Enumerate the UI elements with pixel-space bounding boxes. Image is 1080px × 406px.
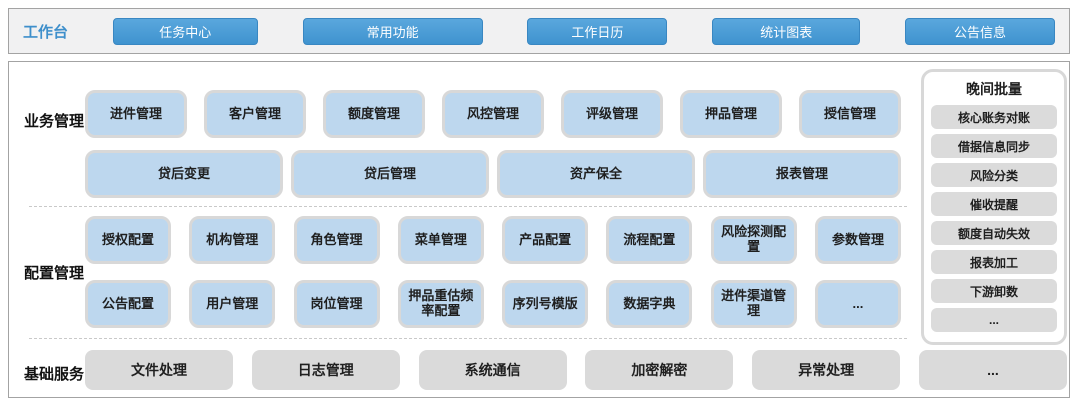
module-card[interactable]: 数据字典 — [606, 280, 693, 328]
workbench-label: 工作台 — [23, 23, 69, 41]
module-card[interactable]: 参数管理 — [814, 216, 901, 264]
config-row-2: 公告配置 用户管理 岗位管理 押品重估频率配置 序列号模版 数据字典 进件渠道管… — [85, 280, 901, 328]
batch-item[interactable]: 下游卸数 — [931, 279, 1057, 303]
batch-item[interactable]: 额度自动失效 — [931, 221, 1057, 245]
module-card[interactable]: 流程配置 — [606, 216, 693, 264]
workbench-button-work-calendar[interactable]: 工作日历 — [527, 17, 668, 45]
module-card[interactable]: 机构管理 — [189, 216, 276, 264]
service-box[interactable]: 加密解密 — [585, 350, 734, 390]
service-box[interactable]: 文件处理 — [85, 350, 233, 390]
module-card[interactable]: 报表管理 — [703, 150, 901, 198]
workbench-button-statistics-charts[interactable]: 统计图表 — [712, 17, 861, 45]
batch-item[interactable]: 报表加工 — [931, 250, 1057, 274]
module-card[interactable]: 授权配置 — [85, 216, 171, 264]
section-label-business: 业务管理 — [23, 113, 84, 130]
night-batch-panel: 晚间批量 核心账务对账 借据信息同步 风险分类 催收提醒 额度自动失效 报表加工… — [921, 69, 1067, 345]
section-label-config: 配置管理 — [23, 265, 84, 282]
section-label-base-services: 基础服务 — [23, 366, 84, 383]
module-card[interactable]: 角色管理 — [293, 216, 380, 264]
module-card[interactable]: 进件渠道管理 — [710, 280, 797, 328]
module-card[interactable]: 公告配置 — [85, 280, 171, 328]
workbench-button-common-functions[interactable]: 常用功能 — [302, 17, 483, 45]
service-box-more[interactable]: ... — [918, 350, 1067, 390]
business-row-1: 进件管理 客户管理 额度管理 风控管理 评级管理 押品管理 授信管理 — [85, 90, 901, 138]
module-card[interactable]: 资产保全 — [497, 150, 695, 198]
base-services-row: 文件处理 日志管理 系统通信 加密解密 异常处理 ... — [85, 350, 1067, 390]
batch-item[interactable]: 借据信息同步 — [931, 134, 1057, 158]
section-divider — [29, 338, 907, 339]
module-card[interactable]: 进件管理 — [85, 90, 187, 138]
batch-item[interactable]: 催收提醒 — [931, 192, 1057, 216]
batch-item-more[interactable]: ... — [931, 308, 1057, 332]
main-panel: 业务管理 进件管理 客户管理 额度管理 风控管理 评级管理 押品管理 授信管理 … — [8, 61, 1070, 398]
module-card[interactable]: 产品配置 — [502, 216, 589, 264]
module-card[interactable]: 序列号模版 — [502, 280, 589, 328]
module-card[interactable]: 菜单管理 — [397, 216, 484, 264]
workbench-button-announcements[interactable]: 公告信息 — [905, 17, 1055, 45]
module-card[interactable]: 风控管理 — [442, 90, 544, 138]
module-card[interactable]: 贷后变更 — [85, 150, 283, 198]
section-divider — [29, 206, 907, 207]
workbench-bar: 工作台 任务中心 常用功能 工作日历 统计图表 公告信息 — [8, 8, 1070, 54]
config-row-1: 授权配置 机构管理 角色管理 菜单管理 产品配置 流程配置 风险探测配置 参数管… — [85, 216, 901, 264]
module-card[interactable]: 评级管理 — [561, 90, 663, 138]
module-card[interactable]: 岗位管理 — [293, 280, 380, 328]
service-box[interactable]: 系统通信 — [418, 350, 567, 390]
module-card[interactable]: 贷后管理 — [291, 150, 489, 198]
module-card[interactable]: 押品重估频率配置 — [397, 280, 484, 328]
module-card[interactable]: 额度管理 — [323, 90, 425, 138]
service-box[interactable]: 日志管理 — [251, 350, 400, 390]
module-card[interactable]: 用户管理 — [189, 280, 276, 328]
business-row-2: 贷后变更 贷后管理 资产保全 报表管理 — [85, 150, 901, 198]
module-card[interactable]: 押品管理 — [680, 90, 782, 138]
service-box[interactable]: 异常处理 — [752, 350, 901, 390]
module-card[interactable]: 授信管理 — [799, 90, 901, 138]
module-card[interactable]: 风险探测配置 — [710, 216, 797, 264]
night-batch-title: 晚间批量 — [966, 81, 1022, 97]
module-card[interactable]: 客户管理 — [204, 90, 306, 138]
workbench-button-task-center[interactable]: 任务中心 — [112, 17, 258, 45]
module-card-more[interactable]: ... — [814, 280, 901, 328]
batch-item[interactable]: 核心账务对账 — [931, 105, 1057, 129]
batch-item[interactable]: 风险分类 — [931, 163, 1057, 187]
